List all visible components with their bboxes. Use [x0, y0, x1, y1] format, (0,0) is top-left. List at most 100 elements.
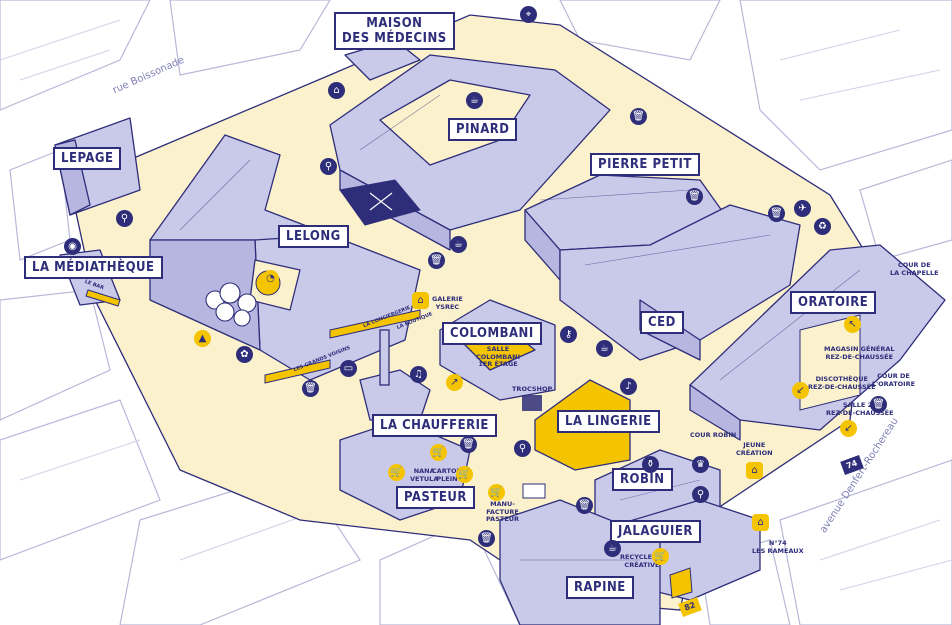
bus-icon[interactable]: ▭ — [340, 360, 357, 377]
manufacture-line-1: MANU- — [490, 500, 515, 508]
arrow-icon[interactable]: ↖ — [844, 316, 861, 333]
label-cour-de-loratoire: COUR DE L'ORATOIRE — [872, 372, 916, 388]
trash-icon[interactable]: 🗑 — [686, 188, 703, 205]
trash-icon[interactable]: 🗑 — [768, 205, 785, 222]
galerie-line-2: YSREC — [435, 302, 460, 311]
label-robin[interactable]: ROBIN — [612, 468, 673, 491]
manufacture-line-2: FACTURE — [486, 507, 519, 516]
label-recyclerie-creative: RECYCLERIE CRÉATIVE — [620, 553, 664, 569]
crown-icon[interactable]: ♛ — [692, 456, 709, 473]
galerie-line-1: GALERIE — [432, 295, 463, 303]
recycle-icon[interactable]: ✿ — [236, 346, 253, 363]
solar-panels — [522, 395, 546, 499]
label-nana-vetula: NANA VETULA — [410, 467, 439, 483]
coffee-icon[interactable]: ☕ — [604, 540, 621, 557]
coffee-icon[interactable]: ☕ — [596, 340, 613, 357]
label-jalaguier[interactable]: JALAGUIER — [610, 520, 701, 543]
nana-line-2: VETULA — [410, 474, 439, 483]
shop-icon[interactable]: ⌂ — [746, 462, 763, 479]
bike-icon[interactable]: ⚲ — [692, 486, 709, 503]
label-galerie-ysrec: GALERIE YSREC — [432, 295, 463, 311]
music-icon[interactable]: ♪ — [620, 378, 637, 395]
trash-icon[interactable]: 🗑 — [428, 252, 445, 269]
coffee-icon[interactable]: ☕ — [466, 92, 483, 109]
arrow-icon[interactable]: ↙ — [840, 420, 857, 437]
discotheque-line-2: REZ-DE-CHAUSSÉE — [808, 382, 876, 391]
label-trocshop: TROCSHOP — [512, 385, 553, 393]
manufacture-line-3: PASTEUR — [486, 515, 520, 523]
dog-icon[interactable]: ◔ — [262, 270, 279, 287]
label-la-lingerie[interactable]: LA LINGERIE — [557, 410, 660, 433]
label-ced[interactable]: CED — [640, 311, 684, 334]
label-lelong[interactable]: LELONG — [278, 225, 349, 248]
oratoire-court-line-2: L'ORATOIRE — [872, 379, 916, 388]
maison-line-1: MAISON — [366, 16, 423, 31]
cafe-icon[interactable]: ⚱ — [642, 456, 659, 473]
cart-icon[interactable]: 🛒 — [456, 466, 473, 483]
music-icon[interactable]: ♫ — [410, 366, 427, 383]
label-la-chaufferie[interactable]: LA CHAUFFERIE — [372, 414, 497, 437]
cart-icon[interactable]: 🛒 — [388, 464, 405, 481]
label-rapine[interactable]: RAPINE — [566, 576, 634, 599]
arrow-icon[interactable]: ↗ — [446, 374, 463, 391]
label-colombani[interactable]: COLOMBANI — [442, 322, 542, 345]
salle-colombani-line-3: 1er ÉTAGE — [478, 360, 518, 368]
campfire-icon[interactable]: ▲ — [194, 330, 211, 347]
label-pinard[interactable]: PINARD — [448, 118, 518, 141]
bird-icon[interactable]: ✈ — [794, 200, 811, 217]
label-pasteur[interactable]: PASTEUR — [396, 486, 475, 509]
oratoire-court-line-1: COUR DE — [877, 372, 910, 380]
cart-icon[interactable]: 🛒 — [652, 548, 669, 565]
salle-29-line-2: REZ-DE-CHAUSSÉE — [826, 408, 894, 417]
trash-icon[interactable]: 🗑 — [576, 497, 593, 514]
roof-lines — [179, 94, 861, 561]
arrow-icon[interactable]: ↙ — [792, 382, 809, 399]
gallery-icon[interactable]: ⌂ — [412, 292, 429, 309]
salle-colombani-line-2: COLOMBANI — [476, 352, 521, 361]
discotheque-line-1: DISCOTHÈQUE — [815, 375, 868, 383]
coffee-icon[interactable]: ☕ — [450, 236, 467, 253]
n74-line-1: N°74 — [768, 539, 787, 547]
recycle-icon[interactable]: ♻ — [814, 218, 831, 235]
trash-icon[interactable]: 🗑 — [478, 530, 495, 547]
carton-line-1: CARTON — [432, 467, 462, 475]
shop-icon[interactable]: ⌂ — [752, 514, 769, 531]
nana-line-1: NANA — [413, 467, 435, 475]
trash-icon[interactable]: 🗑 — [870, 396, 887, 413]
mediatheque-icon[interactable]: ◉ — [64, 238, 81, 255]
key-icon[interactable]: ⚷ — [560, 326, 577, 343]
cart-icon[interactable]: 🛒 — [430, 444, 447, 461]
magasin-line-1: MAGASIN GÉNÉRAL — [824, 345, 895, 353]
label-oratoire[interactable]: ORATOIRE — [790, 291, 877, 314]
n74-line-2: LES RAMEAUX — [752, 546, 804, 555]
label-salle-29: SALLE 29 REZ-DE-CHAUSSÉE — [826, 401, 894, 417]
recyclerie-line-2: CRÉATIVE — [624, 560, 660, 569]
label-carton-plein: CARTON PLEIN — [432, 467, 462, 483]
cart-icon[interactable]: 🛒 — [488, 484, 505, 501]
label-n74-les-rameaux: N°74 LES RAMEAUX — [752, 539, 804, 555]
salle-29-line-1: SALLE 29 — [842, 401, 877, 409]
trash-icon[interactable]: 🗑 — [302, 380, 319, 397]
info-icon[interactable]: ⌖ — [520, 6, 537, 23]
jeune-line-1: JEUNE — [743, 441, 766, 449]
magasin-line-2: REZ-DE-CHAUSSÉE — [825, 352, 894, 361]
label-lepage[interactable]: LEPAGE — [53, 147, 122, 170]
bike-icon[interactable]: ⚲ — [320, 158, 337, 175]
chapelle-line-2: LA CHAPELLE — [890, 268, 939, 277]
jeune-line-2: CRÉATION — [736, 448, 773, 457]
bike-icon[interactable]: ⚲ — [116, 210, 133, 227]
bike-icon[interactable]: ⚲ — [514, 440, 531, 457]
label-cour-robin: COUR ROBIN — [690, 431, 737, 439]
trash-icon[interactable]: 🗑 — [460, 436, 477, 453]
house-icon[interactable]: ⌂ — [328, 82, 345, 99]
label-mediatheque[interactable]: LA MÉDIATHÈQUE — [24, 256, 163, 279]
recyclerie-line-1: RECYCLERIE — [620, 553, 664, 561]
label-pierre-petit[interactable]: PIERRE PETIT — [590, 153, 700, 176]
trash-icon[interactable]: 🗑 — [630, 108, 647, 125]
carton-line-2: PLEIN — [436, 474, 458, 483]
label-salle-colombani: SALLE COLOMBANI 1er ÉTAGE — [476, 345, 521, 369]
label-maison-des-medecins[interactable]: MAISON DES MÉDECINS — [334, 12, 455, 50]
yellow-strips — [85, 289, 861, 599]
label-manufacture-pasteur: MANU- FACTURE PASTEUR — [486, 500, 520, 524]
